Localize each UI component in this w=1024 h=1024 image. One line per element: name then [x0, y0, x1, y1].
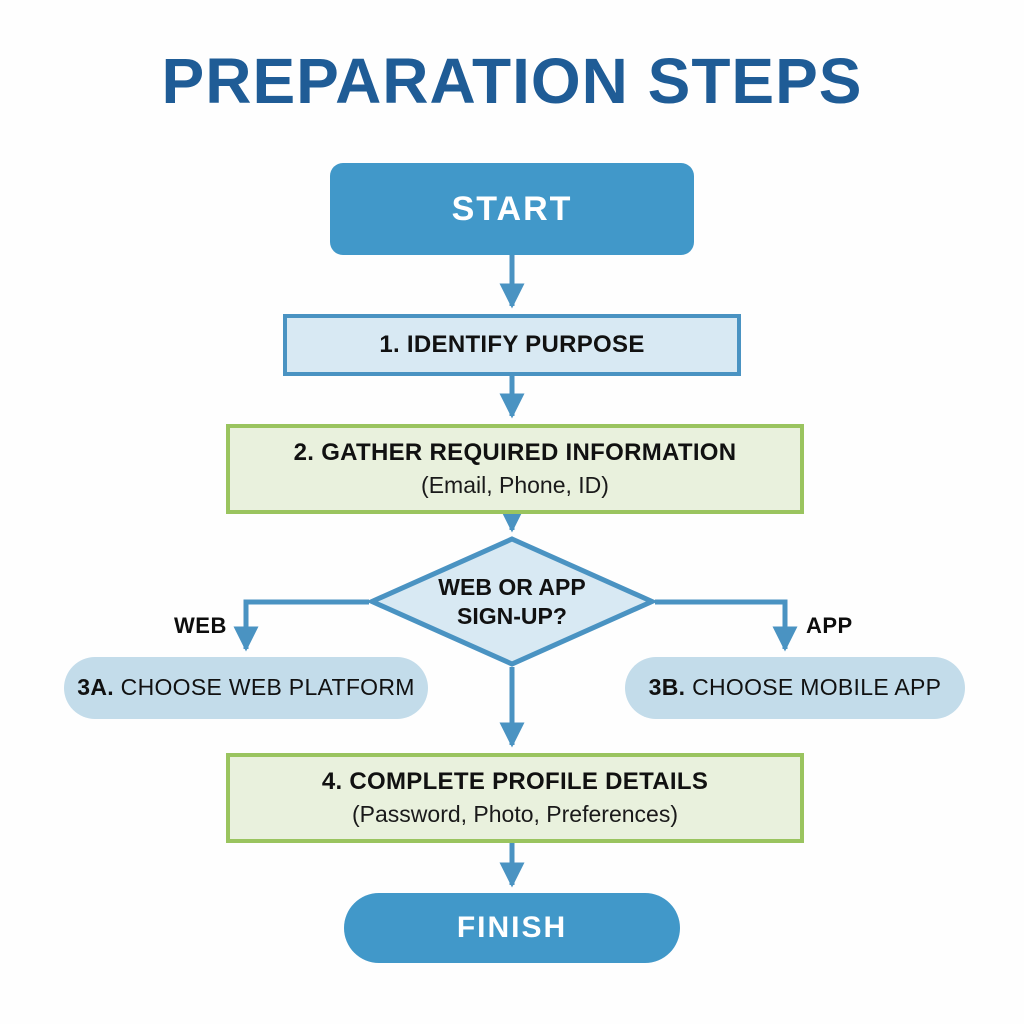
node-step2[interactable]: 2. GATHER REQUIRED INFORMATION (Email, P…	[226, 424, 804, 514]
node-step1[interactable]: 1. IDENTIFY PURPOSE	[283, 314, 741, 376]
page-title: PREPARATION STEPS	[161, 45, 863, 117]
node-step3b[interactable]: 3B. CHOOSE MOBILE APP	[625, 657, 965, 719]
node-step3a-text: CHOOSE WEB PLATFORM	[120, 674, 415, 701]
node-start-label: START	[451, 189, 573, 228]
edge-decision-to-step3a	[233, 599, 369, 652]
node-step4-sublabel: (Password, Photo, Preferences)	[352, 800, 678, 827]
node-decision-text: WEB OR APP SIGN-UP?	[438, 573, 585, 631]
node-step2-label: 2. GATHER REQUIRED INFORMATION	[293, 439, 737, 467]
node-decision[interactable]: WEB OR APP SIGN-UP?	[369, 536, 655, 667]
node-step3b-text: CHOOSE MOBILE APP	[692, 674, 942, 701]
node-step3a-label: 3A. CHOOSE WEB PLATFORM	[77, 674, 414, 701]
node-step3b-label: 3B. CHOOSE MOBILE APP	[649, 674, 942, 701]
node-step1-label: 1. IDENTIFY PURPOSE	[379, 330, 645, 358]
branch-label-app: APP	[806, 613, 853, 638]
node-step4-label: 4. COMPLETE PROFILE DETAILS	[321, 768, 709, 796]
branch-label-web: WEB	[174, 613, 227, 638]
node-finish[interactable]: FINISH	[344, 893, 680, 963]
node-step2-sublabel: (Email, Phone, ID)	[421, 471, 609, 498]
edge-decision-to-step3b	[655, 599, 798, 652]
node-step3a-number: 3A.	[77, 674, 114, 701]
node-start[interactable]: START	[330, 163, 694, 255]
node-finish-label: FINISH	[456, 911, 568, 945]
diamond-icon	[369, 536, 655, 667]
node-step3b-number: 3B.	[648, 674, 686, 701]
node-step4[interactable]: 4. COMPLETE PROFILE DETAILS (Password, P…	[226, 753, 804, 843]
node-step3a[interactable]: 3A. CHOOSE WEB PLATFORM	[64, 657, 428, 719]
node-decision-line1: WEB OR APP	[438, 573, 586, 600]
node-decision-line2: SIGN-UP?	[457, 602, 567, 629]
